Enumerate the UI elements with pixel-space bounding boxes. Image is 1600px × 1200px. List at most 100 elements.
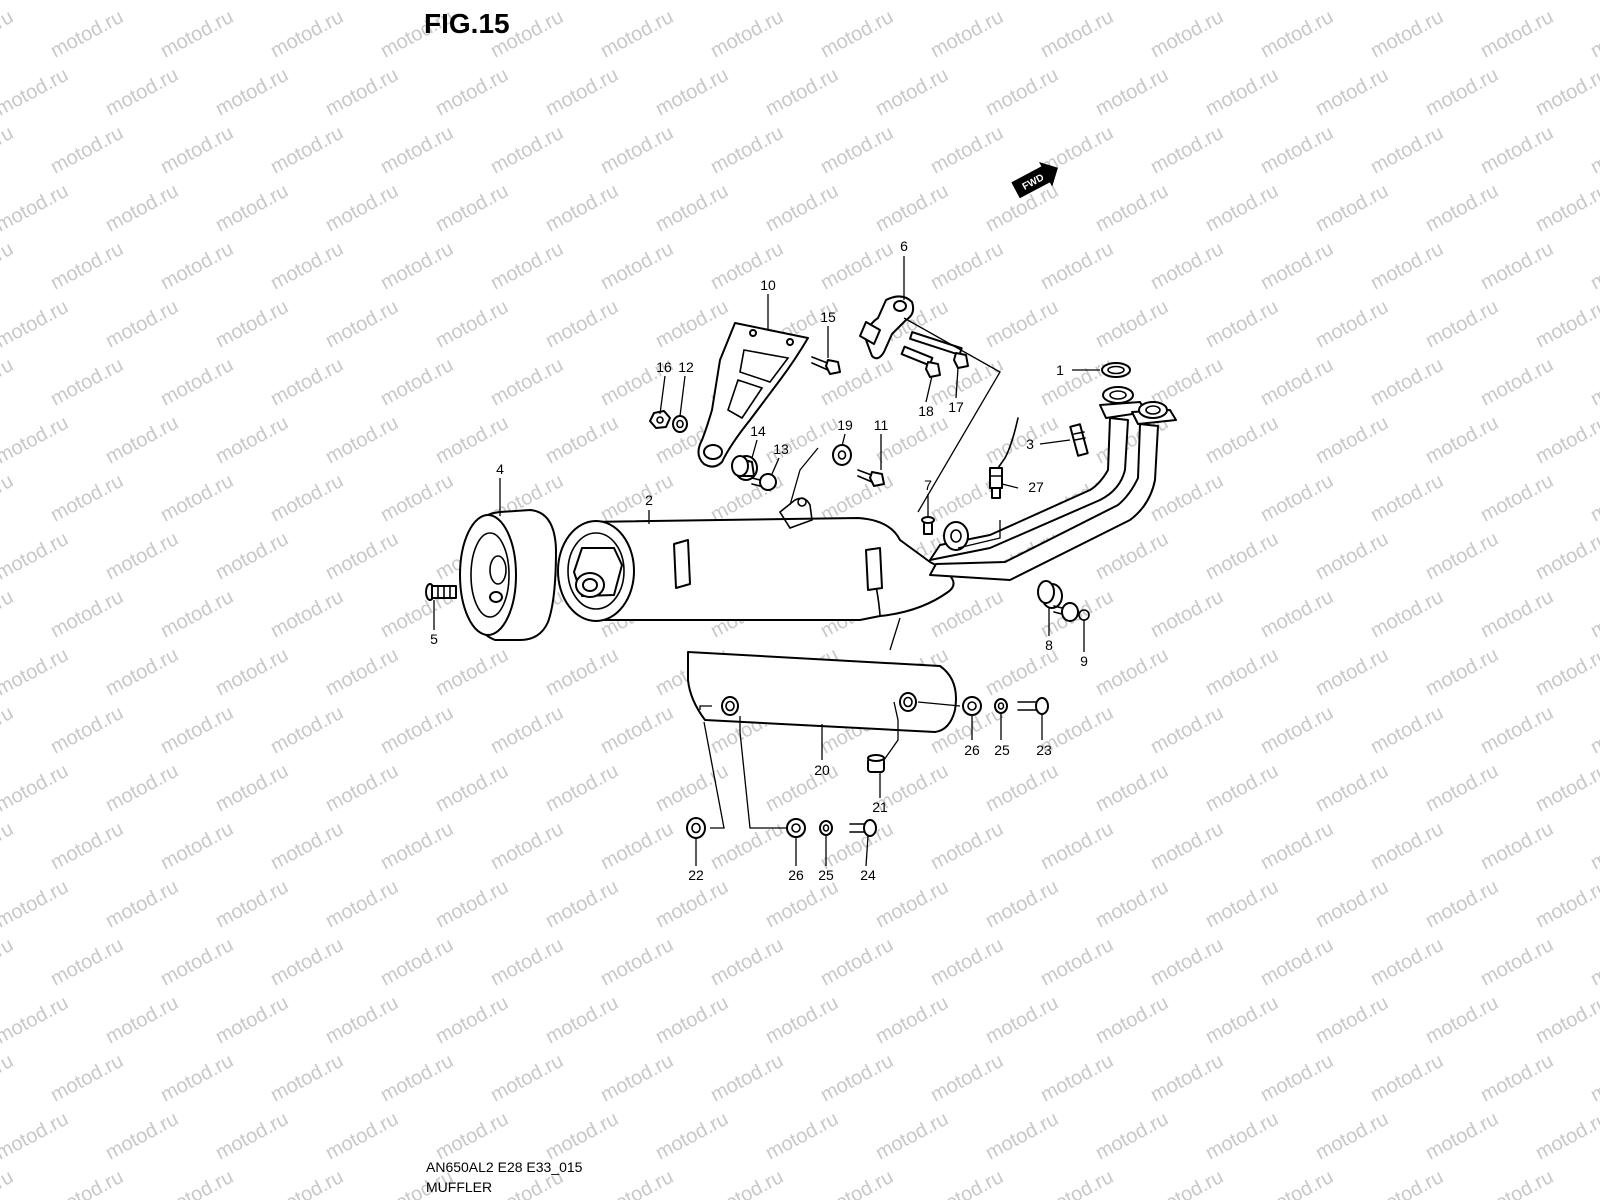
watermark-text: motod.ru bbox=[157, 934, 237, 990]
watermark-text: motod.ru bbox=[377, 470, 457, 526]
watermark-text: motod.ru bbox=[707, 1166, 787, 1200]
watermark-text: motod.ru bbox=[982, 992, 1062, 1048]
watermark-text: motod.ru bbox=[1532, 644, 1600, 700]
watermark-text: motod.ru bbox=[1037, 238, 1117, 294]
watermark-text: motod.ru bbox=[1422, 644, 1502, 700]
watermark-text: motod.ru bbox=[1147, 586, 1227, 642]
watermark-text: motod.ru bbox=[432, 64, 512, 120]
watermark-text: motod.ru bbox=[1422, 412, 1502, 468]
watermark-text: motod.ru bbox=[377, 1050, 457, 1106]
watermark-text: motod.ru bbox=[1257, 1166, 1337, 1200]
watermark-text: motod.ru bbox=[1147, 470, 1227, 526]
watermark-text: motod.ru bbox=[597, 238, 677, 294]
watermark-text: motod.ru bbox=[322, 644, 402, 700]
part-3-stud bbox=[1069, 423, 1089, 457]
watermark-text: motod.ru bbox=[1477, 238, 1557, 294]
watermark-text: motod.ru bbox=[267, 934, 347, 990]
watermark-text: motod.ru bbox=[487, 122, 567, 178]
watermark-text: motod.ru bbox=[817, 6, 897, 62]
watermark-text: motod.ru bbox=[597, 122, 677, 178]
watermark-text: motod.ru bbox=[267, 238, 347, 294]
watermark-text: motod.ru bbox=[982, 64, 1062, 120]
watermark-text: motod.ru bbox=[1257, 934, 1337, 990]
watermark-text: motod.ru bbox=[1587, 1166, 1600, 1200]
watermark-text: motod.ru bbox=[652, 876, 732, 932]
watermark-text: motod.ru bbox=[102, 180, 182, 236]
watermark-text: motod.ru bbox=[212, 876, 292, 932]
watermark-text: motod.ru bbox=[1257, 818, 1337, 874]
watermark-text: motod.ru bbox=[597, 1166, 677, 1200]
watermark-text: motod.ru bbox=[1532, 64, 1600, 120]
watermark-text: motod.ru bbox=[432, 0, 512, 4]
watermark-text: motod.ru bbox=[1422, 296, 1502, 352]
watermark-text: motod.ru bbox=[377, 818, 457, 874]
watermark-text: motod.ru bbox=[927, 1166, 1007, 1200]
watermark-text: motod.ru bbox=[1092, 296, 1172, 352]
watermark-text: motod.ru bbox=[1092, 876, 1172, 932]
watermark-text: motod.ru bbox=[267, 1166, 347, 1200]
watermark-text: motod.ru bbox=[542, 1108, 622, 1164]
watermark-text: motod.ru bbox=[47, 1166, 127, 1200]
watermark-text: motod.ru bbox=[102, 528, 182, 584]
watermark-text: motod.ru bbox=[1257, 122, 1337, 178]
watermark-text: motod.ru bbox=[1477, 6, 1557, 62]
callout-1: 1 bbox=[1056, 362, 1064, 378]
callout-17: 17 bbox=[948, 399, 964, 415]
watermark-text: motod.ru bbox=[1257, 6, 1337, 62]
watermark-text: motod.ru bbox=[377, 934, 457, 990]
watermark-text: motod.ru bbox=[652, 992, 732, 1048]
callout-25-upper: 25 bbox=[994, 742, 1010, 758]
watermark-text: motod.ru bbox=[1037, 1050, 1117, 1106]
watermark-text: motod.ru bbox=[157, 470, 237, 526]
watermark-text: motod.ru bbox=[0, 180, 72, 236]
watermark-text: motod.ru bbox=[267, 702, 347, 758]
watermark-text: motod.ru bbox=[1202, 1108, 1282, 1164]
watermark-text: motod.ru bbox=[1477, 702, 1557, 758]
watermark-text: motod.ru bbox=[1147, 238, 1227, 294]
watermark-text: motod.ru bbox=[432, 180, 512, 236]
watermark-text: motod.ru bbox=[47, 586, 127, 642]
watermark-text: motod.ru bbox=[597, 934, 677, 990]
watermark-text: motod.ru bbox=[47, 122, 127, 178]
watermark-text: motod.ru bbox=[1477, 1166, 1557, 1200]
watermark-text: motod.ru bbox=[157, 586, 237, 642]
watermark-text: motod.ru bbox=[927, 6, 1007, 62]
watermark-text: motod.ru bbox=[1367, 6, 1447, 62]
watermark-text: motod.ru bbox=[652, 1108, 732, 1164]
watermark-text: motod.ru bbox=[0, 354, 17, 410]
watermark-text: motod.ru bbox=[1147, 1050, 1227, 1106]
watermark-text: motod.ru bbox=[1202, 760, 1282, 816]
watermark-text: motod.ru bbox=[872, 0, 952, 4]
watermark-text: motod.ru bbox=[1147, 934, 1227, 990]
watermark-text: motod.ru bbox=[47, 1050, 127, 1106]
part-18-bolt bbox=[900, 345, 941, 378]
watermark-text: motod.ru bbox=[817, 1050, 897, 1106]
watermark-text: motod.ru bbox=[927, 1050, 1007, 1106]
watermark-text: motod.ru bbox=[487, 818, 567, 874]
part-1-gasket bbox=[1101, 362, 1131, 378]
watermark-text: motod.ru bbox=[1477, 354, 1557, 410]
callout-8: 8 bbox=[1045, 637, 1053, 653]
part-10-bracket bbox=[697, 322, 809, 468]
watermark-text: motod.ru bbox=[1587, 122, 1600, 178]
watermark-text: motod.ru bbox=[322, 528, 402, 584]
watermark-text: motod.ru bbox=[322, 992, 402, 1048]
watermark-text: motod.ru bbox=[432, 644, 512, 700]
watermark-text: motod.ru bbox=[1092, 0, 1172, 4]
assembly-guide-lines bbox=[699, 317, 1001, 829]
watermark-text: motod.ru bbox=[1312, 64, 1392, 120]
watermark-text: motod.ru bbox=[0, 122, 17, 178]
watermark-text: motod.ru bbox=[0, 6, 17, 62]
callout-26-upper: 26 bbox=[964, 742, 980, 758]
watermark-text: motod.ru bbox=[542, 64, 622, 120]
watermark-text: motod.ru bbox=[817, 1166, 897, 1200]
exhaust-pipe-assembly bbox=[929, 386, 1177, 581]
watermark-text: motod.ru bbox=[432, 1108, 512, 1164]
watermark-text: motod.ru bbox=[1092, 180, 1172, 236]
callout-19: 19 bbox=[837, 417, 853, 433]
watermark-text: motod.ru bbox=[1367, 470, 1447, 526]
watermark-text: motod.ru bbox=[1312, 412, 1392, 468]
watermark-text: motod.ru bbox=[1257, 354, 1337, 410]
watermark-text: motod.ru bbox=[1092, 528, 1172, 584]
watermark-text: motod.ru bbox=[487, 1050, 567, 1106]
